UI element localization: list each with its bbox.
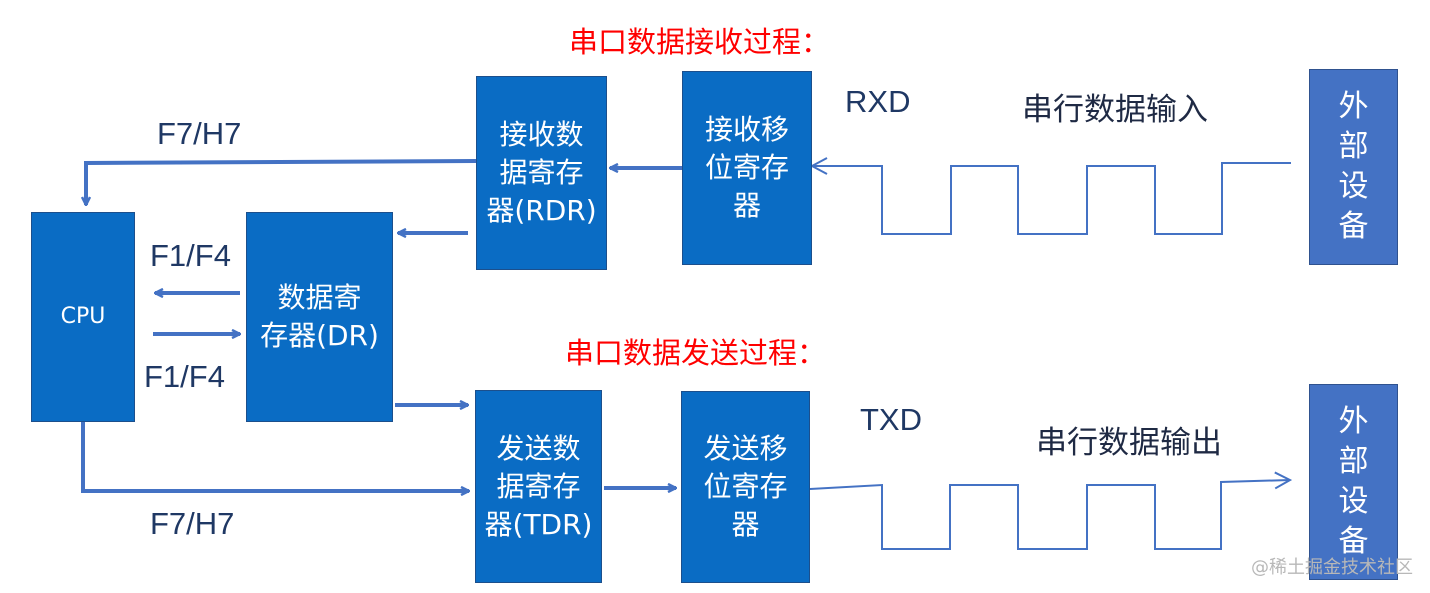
tx-shift-label-line3: 器 <box>731 508 760 541</box>
rx-shift-register-block: 接收移 位寄存 器 <box>682 71 812 265</box>
rdr-label-line1: 接收数 <box>499 118 584 151</box>
cpu-to-tdr-arrow <box>81 422 469 491</box>
watermark: @稀土掘金技术社区 <box>1251 557 1413 578</box>
external-device-rx-block: 外 部 设 备 <box>1309 69 1398 265</box>
f7h7-top-label: F7/H7 <box>157 116 242 151</box>
ext-rx-char3: 设 <box>1338 169 1369 204</box>
f1f4-top-label: F1/F4 <box>150 238 231 273</box>
cpu-label: CPU <box>60 304 106 329</box>
f1f4-bottom-label: F1/F4 <box>144 359 225 394</box>
serial-output-label: 串行数据输出 <box>1036 425 1222 461</box>
rdr-block: 接收数 据寄存 器(RDR) <box>476 76 607 270</box>
cpu-block: CPU <box>31 212 135 422</box>
rxd-waveform <box>809 157 1291 235</box>
txd-waveform <box>809 471 1293 550</box>
serial-input-label: 串行数据输入 <box>1022 92 1208 128</box>
tdr-block: 发送数 据寄存 器(TDR) <box>475 390 602 583</box>
rx-shift-label-line3: 器 <box>732 189 761 222</box>
tdr-label-line3: 器(TDR) <box>484 507 593 541</box>
tx-shift-label-line1: 发送移 <box>703 432 788 465</box>
tx-shift-register-block: 发送移 位寄存 器 <box>681 391 810 583</box>
dr-label-line1: 数据寄 <box>277 281 362 314</box>
tdr-label-line2: 据寄存 <box>496 469 581 503</box>
rdr-to-cpu-arrow <box>86 159 477 205</box>
rx-shift-label-line1: 接收移 <box>704 113 789 146</box>
rdr-label-line3: 器(RDR) <box>486 194 597 227</box>
rxd-label: RXD <box>845 84 911 119</box>
external-device-tx-block: 外 部 设 备 <box>1309 384 1398 580</box>
ext-tx-char4: 备 <box>1338 524 1369 559</box>
ext-tx-char1: 外 <box>1338 404 1369 439</box>
dr-block: 数据寄 存器(DR) <box>246 212 393 422</box>
tdr-label-line1: 发送数 <box>496 431 581 465</box>
send-process-title: 串口数据发送过程： <box>565 336 827 370</box>
rx-shift-label-line2: 位寄存 <box>704 151 789 184</box>
ext-rx-char1: 外 <box>1338 89 1369 124</box>
f7h7-bottom-label: F7/H7 <box>150 506 235 541</box>
txd-label: TXD <box>860 402 922 437</box>
ext-tx-char2: 部 <box>1338 444 1369 479</box>
receive-process-title: 串口数据接收过程： <box>569 25 831 59</box>
ext-rx-char4: 备 <box>1338 209 1369 244</box>
dr-label-line2: 存器(DR) <box>260 319 379 352</box>
ext-tx-char3: 设 <box>1338 484 1369 519</box>
tx-shift-label-line2: 位寄存 <box>703 470 788 503</box>
ext-rx-char2: 部 <box>1338 129 1369 164</box>
rdr-label-line2: 据寄存 <box>499 156 584 189</box>
